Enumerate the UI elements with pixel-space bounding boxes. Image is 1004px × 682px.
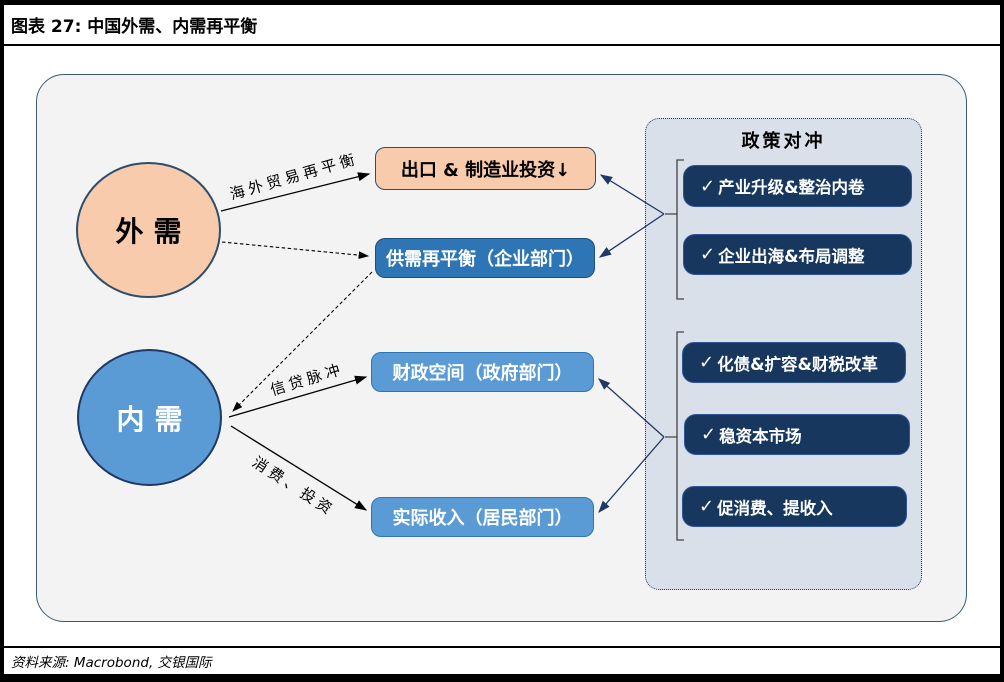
export-manufacturing-box: 出口 & 制造业投资↓ [375,147,596,190]
frame-top-bar [0,0,1004,5]
policy-item-label: 化债&扩容&财税改革 [717,354,878,374]
check-icon: ✓ [701,424,717,445]
supply-demand-rebalance-box: 供需再平衡（企业部门） [375,238,595,278]
real-income-label: 实际收入（居民部门） [392,508,573,529]
check-icon: ✓ [699,496,715,517]
real-income-box: 实际收入（居民部门） [371,497,594,537]
external-demand-label: 外需 [115,215,192,248]
policy-item-label: 稳资本市场 [719,426,802,446]
policy-item-label: 促消费、提收入 [717,498,833,518]
check-icon: ✓ [700,175,716,197]
policy-item-going-abroad: ✓ 企业出海&布局调整 [683,234,912,275]
check-icon: ✓ [700,244,716,265]
source-text: 资料来源: Macrobond, 交银国际 [11,655,212,671]
domestic-demand-circle: 内需 [77,349,222,486]
supply-demand-rebalance-label: 供需再平衡（企业部门） [386,249,584,270]
frame-right-bar [1000,0,1004,682]
fiscal-space-label: 财政空间（政府部门） [392,363,573,384]
source-bar: 资料来源: Macrobond, 交银国际 [4,646,1000,674]
policy-item-boost-consumption-income: ✓ 促消费、提收入 [682,486,907,527]
frame-left-bar [0,0,4,682]
policy-item-label: 企业出海&布局调整 [718,246,865,266]
policy-item-stabilize-capital-market: ✓ 稳资本市场 [684,414,910,455]
policy-item-label: 产业升级&整治内卷 [718,178,865,197]
fiscal-space-box: 财政空间（政府部门） [371,352,594,392]
domestic-demand-label: 内需 [116,402,193,436]
policy-item-debt-fiscal-reform: ✓ 化债&扩容&财税改革 [682,342,906,383]
export-manufacturing-label: 出口 & 制造业投资↓ [400,159,571,181]
frame-bottom-bar [0,674,1004,682]
policy-panel-title: 政策对冲 [741,131,826,152]
figure-title-bar: 图表 27: 中国外需、内需再平衡 [4,5,1000,46]
policy-item-industry-upgrade: ✓ 产业升级&整治内卷 [683,165,912,207]
figure-title: 图表 27: 中国外需、内需再平衡 [11,17,258,37]
external-demand-circle: 外需 [76,162,221,298]
check-icon: ✓ [699,352,715,373]
